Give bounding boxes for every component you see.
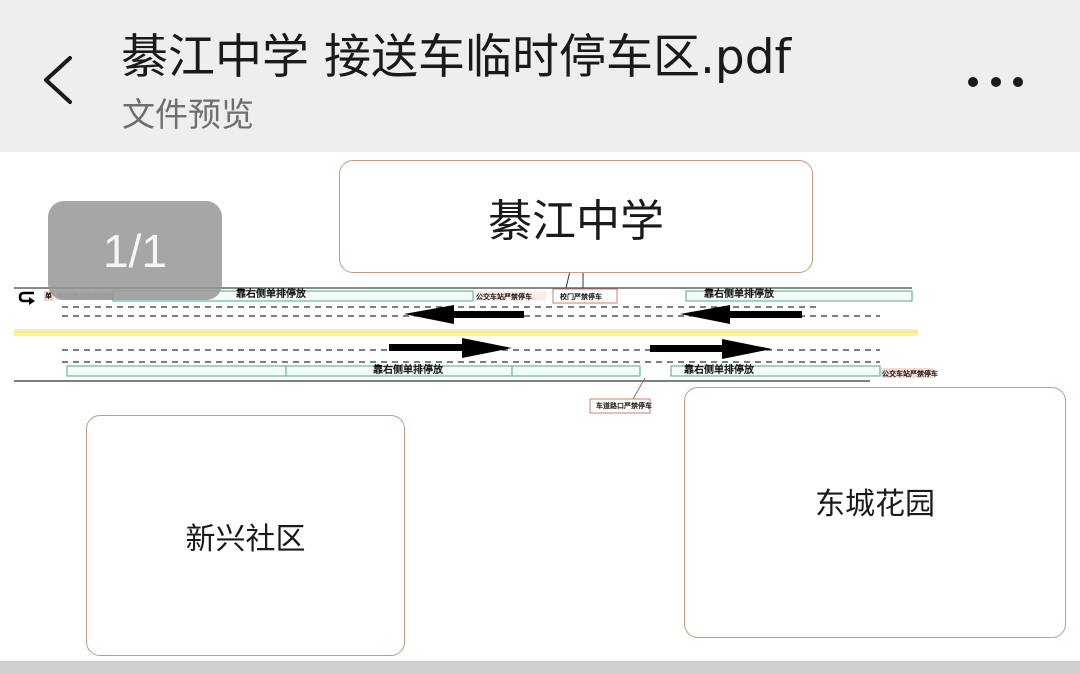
- arrow-right-1: [389, 338, 512, 358]
- page-indicator: 1/1: [48, 201, 222, 300]
- xinxing-community-name: 新兴社区: [185, 521, 306, 557]
- back-button[interactable]: [34, 48, 90, 112]
- left-small-label: 单: [45, 291, 52, 300]
- zone-label-bottom-1: 靠右侧单排停放: [373, 365, 443, 376]
- arrow-left-1: [404, 305, 524, 324]
- file-title: 綦江中学 接送车临时停车区.pdf: [121, 30, 792, 85]
- school-gate-label-box: [552, 288, 618, 304]
- dongcheng-garden-name: 东城花园: [815, 486, 935, 522]
- parking-zone-bottom-4: [670, 365, 881, 377]
- zone-label-top-2: 靠右侧单排停放: [704, 289, 774, 300]
- intersection-connector: [632, 377, 646, 400]
- parking-zone-top-2: [685, 290, 913, 302]
- parking-zone-bottom-3: [511, 365, 641, 377]
- school-gate-label: 校门严禁停车: [560, 292, 602, 301]
- bus-stop-bottom-bg: [881, 368, 933, 378]
- arrow-left-2: [680, 305, 802, 324]
- chevron-left-icon: [44, 56, 72, 104]
- arrow-right-2: [650, 339, 772, 359]
- zone-label-top-1: 靠右侧单排停放: [236, 289, 306, 300]
- intersection-label-box: [589, 398, 651, 414]
- bottom-bar: [0, 661, 1080, 674]
- more-horizontal-icon: [968, 77, 1023, 87]
- zone-label-bottom-2: 靠右侧单排停放: [684, 365, 754, 376]
- intersection-label: 车道路口严禁停车: [596, 401, 652, 410]
- bus-stop-top-bg: [474, 291, 546, 301]
- pdf-page[interactable]: 綦江中学 靠右侧单排停放 靠右侧单排停放 靠右侧单排停放 靠右侧单排停放 公交车…: [0, 152, 1080, 660]
- bus-stop-top-label: 公交车站严禁停车: [476, 292, 532, 301]
- xinxing-community-box: 新兴社区: [86, 415, 405, 656]
- dongcheng-garden-box: 东城花园: [684, 387, 1066, 638]
- parking-zone-bottom-1: [66, 365, 287, 377]
- file-subtitle: 文件预览: [122, 95, 254, 134]
- bus-stop-bottom-label: 公交车站严禁停车: [882, 369, 938, 378]
- school-box: 綦江中学: [339, 160, 813, 273]
- more-button[interactable]: [960, 62, 1032, 102]
- left-small-label-bg: [44, 291, 54, 301]
- road-diagram: [14, 270, 933, 414]
- school-connector-left: [565, 270, 571, 289]
- u-turn-icon: [18, 291, 35, 305]
- school-name: 綦江中学: [488, 195, 664, 247]
- app-header: 綦江中学 接送车临时停车区.pdf 文件预览: [0, 0, 1080, 152]
